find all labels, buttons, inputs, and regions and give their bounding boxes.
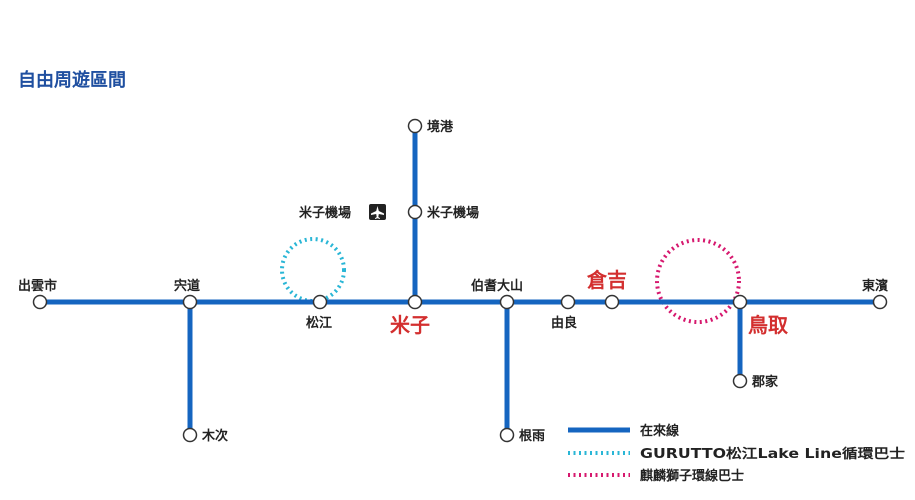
legend-tottori-bus-label: 麒麟獅子環線巴士 bbox=[640, 468, 744, 484]
station-kurayoshi-marker bbox=[604, 294, 620, 310]
station-shinji-label: 宍道 bbox=[174, 278, 200, 294]
station-kisuki-marker bbox=[182, 427, 198, 443]
airport-terminal-label: 米子機場 bbox=[299, 205, 351, 221]
legend: 在來線 GURUTTO松江Lake Line循環巴士 麒麟獅子環線巴士 bbox=[568, 423, 905, 484]
station-hamamura-marker bbox=[872, 294, 888, 310]
matsue-loop-bus-route bbox=[280, 237, 346, 303]
station-tottori-marker bbox=[732, 294, 748, 310]
station-izumoshi-label: 出雲市 bbox=[18, 278, 57, 294]
station-yonago-airport-marker bbox=[407, 204, 423, 220]
stations bbox=[32, 118, 888, 443]
legend-rail-label: 在來線 bbox=[640, 423, 680, 439]
station-kisuki-label: 木次 bbox=[201, 428, 228, 444]
station-koge-marker bbox=[732, 373, 748, 389]
station-yonago-marker bbox=[407, 294, 423, 310]
station-labels: 出雲市 宍道 木次 松江 米子 米子機場 米子機場 境港 伯耆大山 根雨 由良 … bbox=[18, 119, 888, 444]
station-neu-label: 根雨 bbox=[519, 428, 545, 444]
station-koge-label: 郡家 bbox=[751, 374, 779, 390]
map-title: 自由周遊區間 bbox=[18, 69, 126, 91]
station-matsue-label: 松江 bbox=[306, 315, 332, 331]
station-kurayoshi-label: 倉吉 bbox=[586, 268, 627, 292]
station-tottori-label: 鳥取 bbox=[748, 313, 788, 337]
legend-matsue-bus-label: GURUTTO松江Lake Line循環巴士 bbox=[640, 446, 905, 462]
station-yonago-airport-label: 米子機場 bbox=[427, 205, 479, 221]
station-matsue-marker bbox=[312, 294, 328, 310]
station-neu-marker bbox=[499, 427, 515, 443]
station-izumoshi-marker bbox=[32, 294, 48, 310]
station-hokidaisen-label: 伯耆大山 bbox=[471, 278, 523, 294]
station-yonago-label: 米子 bbox=[390, 313, 430, 337]
station-hokidaisen-marker bbox=[499, 294, 515, 310]
station-sakaiminato-marker bbox=[407, 118, 423, 134]
tottori-loop-bus-route bbox=[655, 238, 741, 324]
station-yura-marker bbox=[560, 294, 576, 310]
airplane-icon bbox=[369, 204, 386, 220]
station-hamamura-label: 東濱 bbox=[862, 278, 888, 294]
station-yura-label: 由良 bbox=[551, 315, 577, 331]
station-sakaiminato-label: 境港 bbox=[427, 119, 454, 135]
station-shinji-marker bbox=[182, 294, 198, 310]
